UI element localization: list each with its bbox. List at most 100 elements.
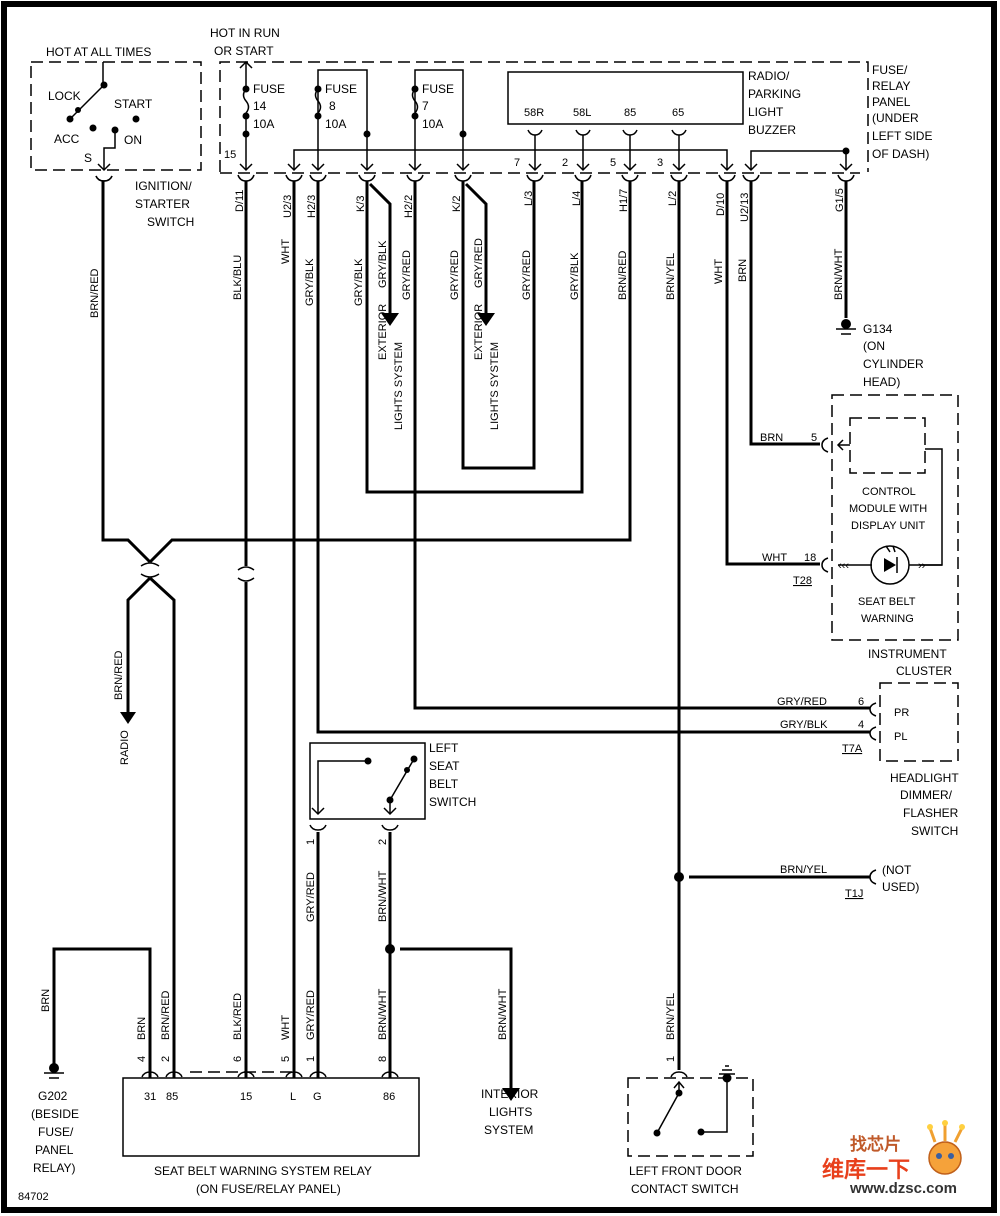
svg-text:FLASHER: FLASHER	[903, 806, 959, 820]
svg-text:INSTRUMENT: INSTRUMENT	[868, 647, 947, 661]
svg-text:USED): USED)	[882, 880, 919, 894]
mascot-icon	[928, 1141, 962, 1175]
svg-text:8: 8	[377, 1056, 389, 1062]
terminal-15-label: 15	[224, 149, 236, 161]
connector-t1j: T1J	[845, 888, 863, 900]
svg-text:BUZZER: BUZZER	[748, 123, 796, 137]
svg-text:8: 8	[329, 99, 336, 113]
connector-k-2	[454, 174, 472, 182]
svg-text:BRN/YEL: BRN/YEL	[665, 253, 677, 300]
fuse-8: FUSE 8 10A	[311, 69, 374, 172]
svg-text:5: 5	[280, 1056, 292, 1062]
internal-bus	[293, 149, 728, 170]
svg-text:维库一下: 维库一下	[822, 1157, 910, 1183]
svg-text:15: 15	[240, 1091, 252, 1103]
svg-text:GRY/BLK: GRY/BLK	[377, 240, 389, 288]
figure-id: 84702	[18, 1191, 49, 1203]
not-used-connector: BRN/YEL (NOT USED) T1J	[780, 863, 919, 900]
svg-text:INTERIOR: INTERIOR	[481, 1087, 539, 1101]
start-position-label: START	[114, 97, 153, 111]
svg-text:L/4: L/4	[571, 191, 583, 206]
connector-g1-5	[837, 174, 855, 182]
connector-d-10	[718, 174, 736, 182]
hot-in-run-label-2: OR START	[214, 44, 274, 58]
svg-text:CYLINDER: CYLINDER	[863, 357, 924, 371]
svg-text:2: 2	[160, 1056, 172, 1062]
hot-in-run-label-1: HOT IN RUN	[210, 26, 280, 40]
exterior-arrow-icon	[381, 313, 399, 326]
connector-labels: D/11 U2/3 H2/3 K/3 H2/2 K/2 L/3 L/4 H1/7…	[234, 188, 846, 222]
connector-ignition-s	[95, 175, 113, 182]
svg-text:CONTACT SWITCH: CONTACT SWITCH	[631, 1182, 739, 1196]
svg-text:10A: 10A	[253, 117, 274, 131]
svg-text:10A: 10A	[422, 117, 443, 131]
svg-text:65: 65	[672, 107, 684, 119]
svg-text:BRN/RED: BRN/RED	[160, 990, 172, 1040]
svg-text:BLK/RED: BLK/RED	[232, 993, 244, 1040]
svg-text:7: 7	[422, 99, 429, 113]
svg-text:3: 3	[657, 157, 663, 169]
buzzer-box	[507, 71, 744, 125]
svg-text:BRN/WHT: BRN/WHT	[497, 988, 509, 1040]
svg-text:G134: G134	[863, 322, 893, 336]
interior-lights-label: INTERIOR LIGHTS SYSTEM	[481, 1087, 539, 1137]
svg-text:H2/3: H2/3	[306, 195, 318, 218]
connector-t28: T28	[793, 575, 812, 587]
svg-text:PANEL: PANEL	[872, 95, 911, 109]
svg-text:LIGHTS SYSTEM: LIGHTS SYSTEM	[489, 342, 501, 430]
svg-text:BRN: BRN	[136, 1017, 148, 1040]
svg-text:4: 4	[136, 1056, 148, 1062]
connector-d-11	[237, 174, 255, 182]
svg-text:FUSE: FUSE	[422, 82, 454, 96]
wire-interior-brn-wht	[400, 947, 513, 1090]
svg-text:SWITCH: SWITCH	[911, 824, 958, 838]
svg-text:L/3: L/3	[523, 191, 535, 206]
wire-g202-brn	[52, 947, 152, 1078]
wire-h17-brn-red	[148, 181, 632, 564]
svg-text:(NOT: (NOT	[882, 863, 912, 877]
svg-text:HEAD): HEAD)	[863, 375, 900, 389]
connector-l-4	[574, 174, 592, 182]
svg-text:BRN: BRN	[737, 259, 749, 282]
svg-text:找芯片: 找芯片	[850, 1134, 901, 1155]
seat-belt-warning-relay: 4 2 6 5 1 8 31 85 15 L G 86 SEAT BELT WA…	[122, 1056, 420, 1196]
fuse-panel-name: FUSE/ RELAY PANEL (UNDER LEFT SIDE OF DA…	[872, 63, 932, 161]
headlight-dimmer-switch: GRY/RED 6 GRY/BLK 4 PR PL T7A HEADLIGHT …	[777, 682, 959, 838]
door-switch-box	[627, 1077, 754, 1157]
svg-text:FUSE: FUSE	[253, 82, 285, 96]
svg-text:85: 85	[624, 107, 636, 119]
svg-text:58L: 58L	[573, 107, 591, 119]
svg-text:GRY/RED: GRY/RED	[305, 990, 317, 1040]
wire-k3-gry-blk	[365, 181, 584, 494]
svg-text:PL: PL	[894, 731, 907, 743]
ignition-switch-box	[30, 61, 202, 171]
svg-text:GRY/RED: GRY/RED	[473, 238, 485, 288]
svg-text:(UNDER: (UNDER	[872, 111, 919, 125]
ignition-switch: HOT AT ALL TIMES LOCK START ACC ON S IGN…	[30, 45, 202, 229]
svg-text:D/10: D/10	[715, 193, 727, 216]
wire-relay-2	[148, 576, 176, 1078]
svg-text:7: 7	[514, 157, 520, 169]
svg-text:GRY/RED: GRY/RED	[401, 250, 413, 300]
svg-text:2: 2	[377, 839, 389, 845]
svg-text:85: 85	[166, 1091, 178, 1103]
svg-text:CLUSTER: CLUSTER	[896, 664, 952, 678]
svg-text:G: G	[313, 1091, 322, 1103]
svg-text:BRN: BRN	[40, 989, 52, 1012]
control-module-box	[849, 417, 926, 474]
svg-text:WHT: WHT	[713, 259, 725, 284]
svg-text:WHT: WHT	[280, 239, 292, 264]
ground-icon	[841, 319, 851, 329]
svg-text:››: ››	[918, 560, 926, 572]
connector-u2-13	[742, 174, 760, 182]
fuse-relay-panel: HOT IN RUN OR START FUSE/ RELAY PANEL (U…	[210, 26, 932, 174]
wire-d10-wht	[725, 181, 820, 566]
radio-label: RADIO	[119, 730, 131, 765]
left-seat-belt-switch: 1 2 LEFT SEAT BELT SWITCH	[305, 741, 476, 845]
fuse-14: FUSE 14 10A	[239, 60, 285, 172]
lock-position-label: LOCK	[48, 89, 81, 103]
svg-text:LIGHTS SYSTEM: LIGHTS SYSTEM	[393, 342, 405, 430]
svg-text:PANEL: PANEL	[35, 1143, 74, 1157]
connector-k-3	[358, 174, 376, 182]
